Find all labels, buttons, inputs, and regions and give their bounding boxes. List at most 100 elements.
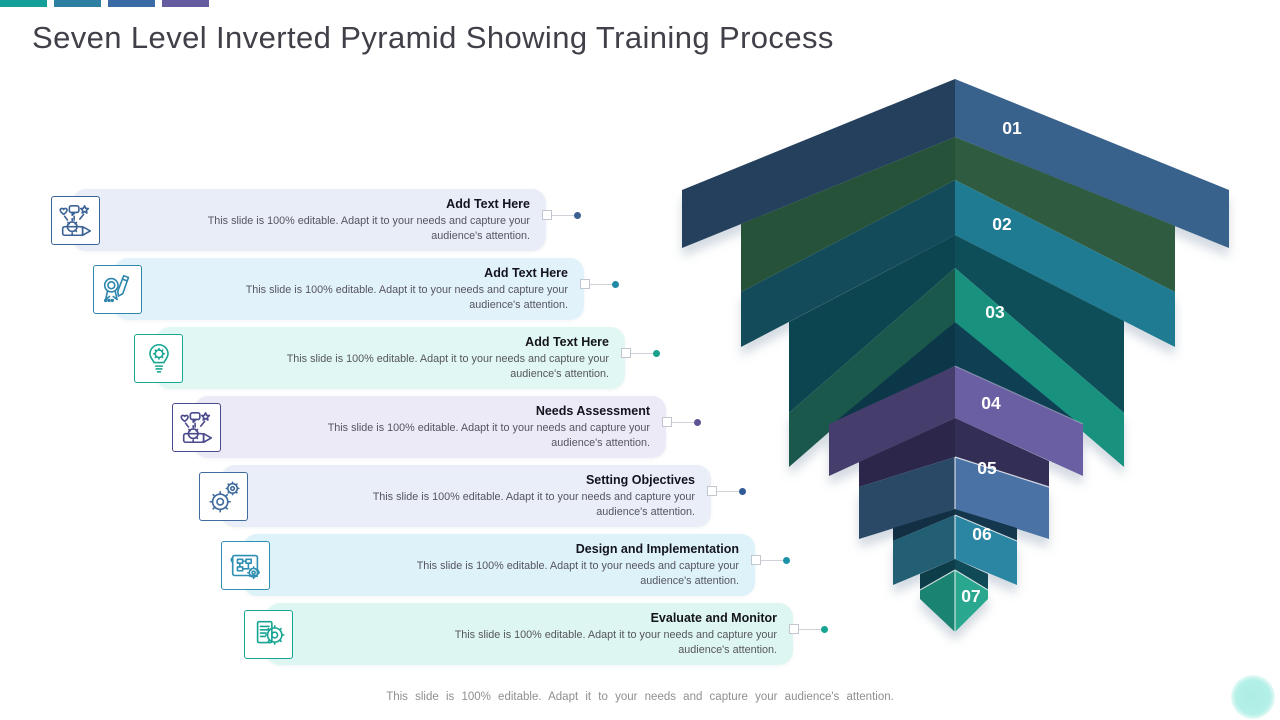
- gears-icon: [208, 480, 240, 513]
- level-04-underside-right: [955, 418, 1049, 487]
- connector-dot: [694, 418, 701, 426]
- level-05-right-face: [955, 457, 1049, 539]
- level-label-07: 07: [961, 586, 980, 606]
- level-07-right-face: [955, 570, 988, 632]
- note-desc: This slide is 100% editable. Adapt it to…: [245, 283, 568, 311]
- icon-box: [93, 265, 142, 314]
- note-desc: This slide is 100% editable. Adapt it to…: [454, 628, 777, 656]
- connector-line: [552, 214, 574, 216]
- connector: [662, 417, 701, 427]
- note-title: Add Text Here: [446, 196, 530, 211]
- level-label-01: 01: [1002, 118, 1022, 138]
- connector: [621, 348, 660, 358]
- connector-line: [717, 490, 739, 492]
- connector-dot: [783, 556, 790, 564]
- slide-title: Seven Level Inverted Pyramid Showing Tra…: [32, 20, 834, 55]
- connector-square: [580, 279, 590, 289]
- level-04-underside-left: [859, 418, 955, 487]
- note-card: Add Text Here This slide is 100% editabl…: [72, 189, 546, 251]
- connector-square: [707, 486, 717, 496]
- level-01-left-face: [682, 79, 955, 248]
- accent-bar: [108, 0, 155, 7]
- icon-box: [221, 541, 270, 590]
- level-label-05: 05: [977, 458, 997, 478]
- level-03-underside-left: [829, 322, 955, 427]
- accent-bar: [54, 0, 101, 7]
- icon-box: [51, 196, 100, 245]
- level-label-02: 02: [992, 214, 1012, 234]
- decor-circle: [1231, 675, 1275, 719]
- level-02-underside-right: [955, 235, 1124, 413]
- bulb-gear-icon: [148, 343, 169, 373]
- edge-highlights: [919, 365, 1084, 632]
- level-06-underside-left: [920, 559, 955, 590]
- connector-square: [751, 555, 761, 565]
- level-label-03: 03: [985, 302, 1005, 322]
- connector-dot: [574, 211, 581, 219]
- accent-bar: [0, 0, 47, 7]
- note-card: Add Text Here This slide is 100% editabl…: [156, 327, 625, 389]
- level-01-right-face: [955, 79, 1229, 248]
- note-desc: This slide is 100% editable. Adapt it to…: [372, 490, 695, 518]
- level-04-left-face: [829, 366, 955, 476]
- level-label-06: 06: [972, 524, 992, 544]
- note-desc: This slide is 100% editable. Adapt it to…: [327, 421, 650, 449]
- note-title: Setting Objectives: [585, 472, 695, 487]
- connector-square: [662, 417, 672, 427]
- note-card: Needs Assessment This slide is 100% edit…: [194, 396, 666, 458]
- note-card: Add Text Here This slide is 100% editabl…: [114, 258, 584, 320]
- connector-line: [590, 283, 612, 285]
- blueprint-gear-icon: [229, 554, 260, 579]
- note-title: Design and Implementation: [575, 541, 739, 556]
- connector-square: [542, 210, 552, 220]
- level-03-right-face: [955, 268, 1124, 467]
- level-04-right-face: [955, 366, 1083, 476]
- connector-line: [761, 559, 783, 561]
- level-03-left-face: [789, 268, 955, 467]
- connector-dot: [612, 280, 619, 288]
- note-card: Design and Implementation This slide is …: [243, 534, 755, 596]
- icon-box: [172, 403, 221, 452]
- note-desc: This slide is 100% editable. Adapt it to…: [286, 352, 609, 380]
- note-card: Setting Objectives This slide is 100% ed…: [221, 465, 711, 527]
- level-03-underside-right: [955, 322, 1083, 427]
- connector-square: [789, 624, 799, 634]
- level-05-left-face: [859, 457, 955, 539]
- connector: [542, 210, 581, 220]
- level-01-underside-right: [955, 137, 1175, 292]
- connector: [580, 279, 619, 289]
- note-title: Evaluate and Monitor: [650, 610, 777, 625]
- level-02-right-face: [955, 180, 1175, 347]
- level-06-right-face: [955, 515, 1017, 585]
- note-desc: This slide is 100% editable. Adapt it to…: [207, 214, 530, 242]
- level-02-underside-left: [789, 235, 955, 413]
- connector-dot: [653, 349, 660, 357]
- connector-dot: [821, 625, 828, 633]
- level-01-underside-left: [741, 137, 955, 292]
- note-card: Evaluate and Monitor This slide is 100% …: [266, 603, 793, 665]
- document-gear-icon: [256, 620, 285, 645]
- level-02-left-face: [741, 180, 955, 347]
- level-label-04: 04: [981, 393, 1001, 413]
- connector: [789, 624, 828, 634]
- footer-note: This slide is 100% editable. Adapt it to…: [386, 691, 894, 703]
- level-07-left-face: [920, 570, 955, 632]
- connector: [751, 555, 790, 565]
- level-05-underside-right: [955, 509, 1017, 541]
- level-06-underside-right: [955, 559, 988, 590]
- note-title: Needs Assessment: [535, 403, 650, 418]
- badge-pencil-icon: [103, 274, 129, 302]
- content-pencil-icon: [179, 411, 212, 443]
- connector: [707, 486, 746, 496]
- accent-bar: [162, 0, 209, 7]
- connector-line: [672, 421, 694, 423]
- icon-box: [134, 334, 183, 383]
- icon-box: [244, 610, 293, 659]
- connector-line: [631, 352, 653, 354]
- icon-box: [199, 472, 248, 521]
- connector-dot: [739, 487, 746, 495]
- content-pencil-icon: [58, 204, 91, 236]
- connector-line: [799, 628, 821, 630]
- connector-square: [621, 348, 631, 358]
